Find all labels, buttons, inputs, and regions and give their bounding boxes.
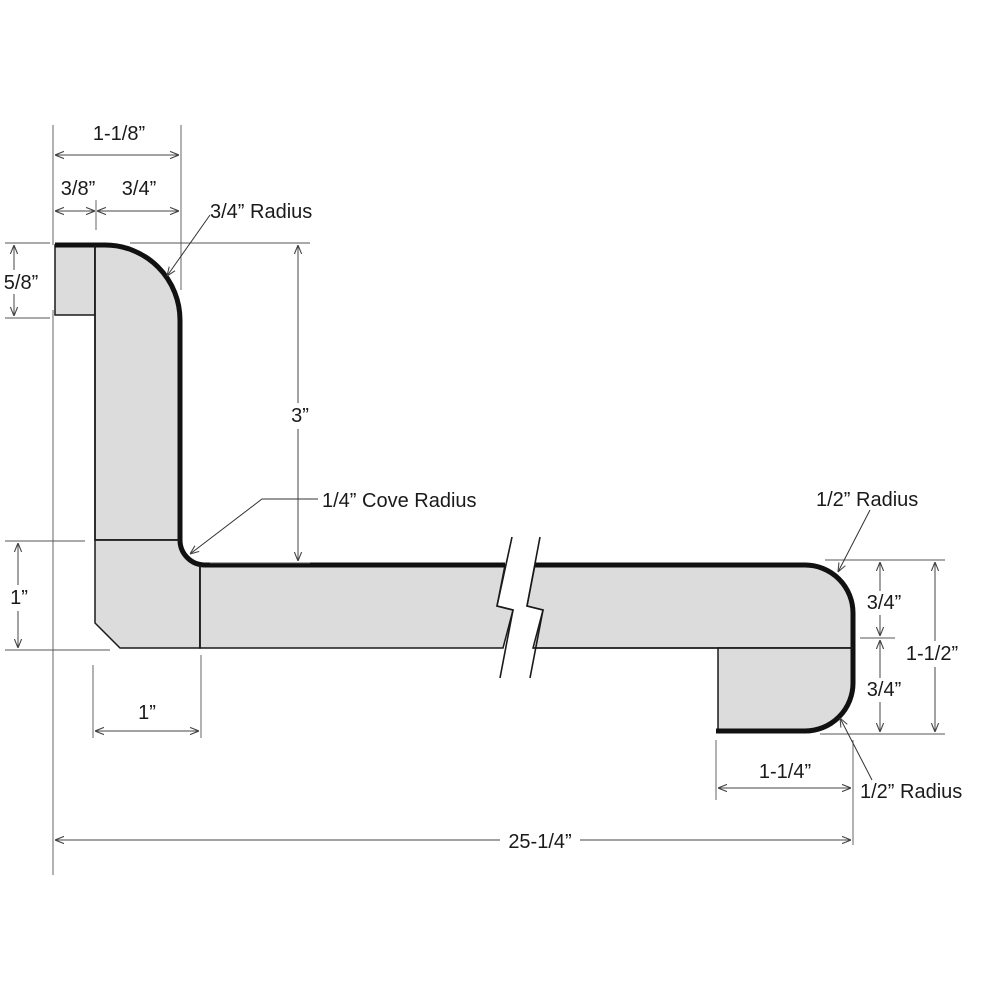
label-bottom-left-width: 1” xyxy=(138,702,156,724)
leader-top-radius xyxy=(167,214,211,276)
seam-lines xyxy=(94,245,853,679)
label-right-radius-top: 1/2” Radius xyxy=(816,489,918,511)
label-vertical-height: 3” xyxy=(291,405,309,427)
front-edge-piece xyxy=(717,647,854,732)
label-top-right: 3/4” xyxy=(122,178,156,200)
break-line-left xyxy=(496,536,514,679)
profile-shape xyxy=(54,244,854,732)
deck-right-piece xyxy=(526,564,854,649)
label-right-radius-bottom: 1/2” Radius xyxy=(860,781,962,803)
extension-lines xyxy=(5,125,945,875)
leader-right-radius-top xyxy=(838,509,871,572)
dimension-labels: 1-1/8” 3/8” 3/4” 3/4” Radius 5/8” 3” 1/4… xyxy=(0,122,970,854)
deck-left-piece xyxy=(199,564,514,649)
top-edge-outline xyxy=(55,242,505,568)
label-top-left: 3/8” xyxy=(61,178,95,200)
label-top-overall: 1-1/8” xyxy=(93,123,145,145)
label-right-lower: 3/4” xyxy=(867,679,901,701)
label-overall-length: 25-1/4” xyxy=(508,831,571,853)
label-right-total: 1-1/2” xyxy=(906,643,958,665)
label-bottom-left-height: 1” xyxy=(10,587,28,609)
top-lip-piece xyxy=(54,244,96,316)
label-cove-radius: 1/4” Cove Radius xyxy=(322,490,477,512)
leader-cove-radius xyxy=(190,498,318,554)
break-line-right xyxy=(526,536,544,679)
label-left-height: 5/8” xyxy=(4,272,38,294)
backsplash-piece xyxy=(94,244,181,541)
label-right-upper: 3/4” xyxy=(867,592,901,614)
leader-lines xyxy=(167,214,873,781)
leader-right-radius-bottom xyxy=(840,718,873,781)
label-top-radius: 3/4” Radius xyxy=(210,201,312,223)
label-right-bottom-width: 1-1/4” xyxy=(759,761,811,783)
